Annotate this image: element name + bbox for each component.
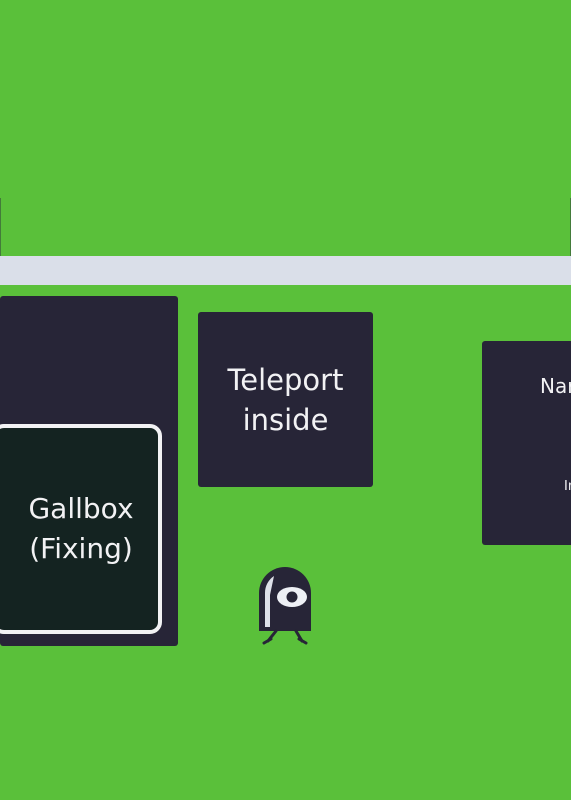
right-building-subtitle: In xyxy=(564,479,571,494)
gallbox-entrance[interactable]: Gallbox (Fixing) xyxy=(0,424,162,634)
one-eyed-ghost-icon xyxy=(259,567,311,645)
teleport-label: Teleport inside xyxy=(228,360,344,440)
teleport-label-line2: inside xyxy=(242,402,329,437)
fence-post-left xyxy=(0,198,1,256)
player-avatar[interactable] xyxy=(254,565,316,649)
teleport-building[interactable]: Teleport inside xyxy=(198,312,373,487)
right-building[interactable] xyxy=(482,341,571,545)
gallbox-label: Gallbox (Fixing) xyxy=(20,489,133,569)
gallbox-label-line2: (Fixing) xyxy=(29,532,133,565)
gallbox-label-line1: Gallbox xyxy=(28,492,134,525)
walkway-path xyxy=(0,256,571,285)
teleport-label-line1: Teleport xyxy=(227,362,344,397)
right-building-title: Nar xyxy=(540,374,571,398)
